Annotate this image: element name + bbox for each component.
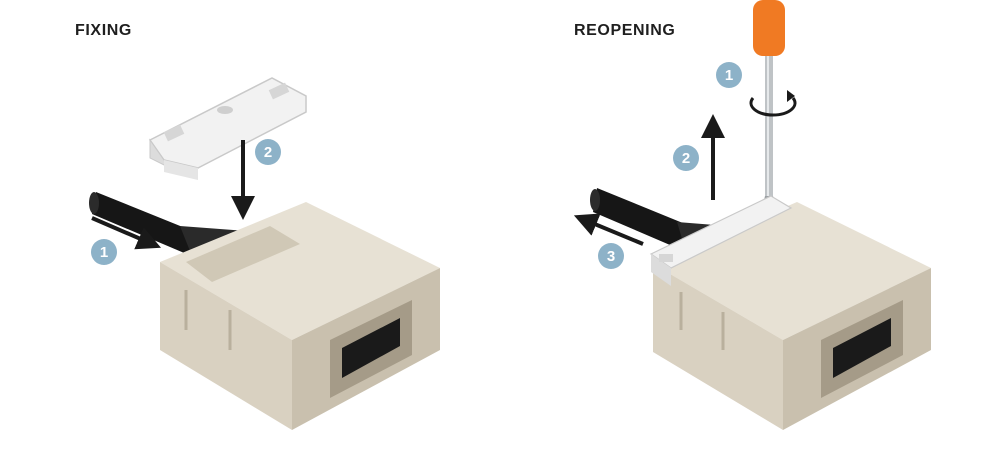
reopening-step-badge-3: 3 <box>598 243 624 269</box>
fixing-step-number-2: 2 <box>264 144 272 161</box>
fixing-title: FIXING <box>75 22 132 39</box>
reopening-step-badge-2: 2 <box>673 145 699 171</box>
reopening-title: REOPENING <box>574 22 676 39</box>
reopening-step-number-2: 2 <box>682 150 690 167</box>
fixing-clip <box>148 77 307 180</box>
reopening-step-badge-1: 1 <box>716 62 742 88</box>
fixing-step-badge-1: 1 <box>91 239 117 265</box>
fixing-step-badge-2: 2 <box>255 139 281 165</box>
reopening-step-number-3: 3 <box>607 248 615 265</box>
rotate-icon <box>749 90 797 117</box>
reopening-diagram: 1 2 3 <box>573 0 931 430</box>
fixing-arrow-1 <box>91 216 162 250</box>
reopening-arrow-3 <box>573 213 644 246</box>
screwdriver <box>753 0 785 212</box>
fixing-diagram: 1 2 <box>89 77 440 430</box>
fixing-housing <box>160 202 440 430</box>
reopening-step-number-1: 1 <box>725 67 733 84</box>
reopening-clip <box>649 195 793 286</box>
fixing-step-number-1: 1 <box>100 244 108 261</box>
